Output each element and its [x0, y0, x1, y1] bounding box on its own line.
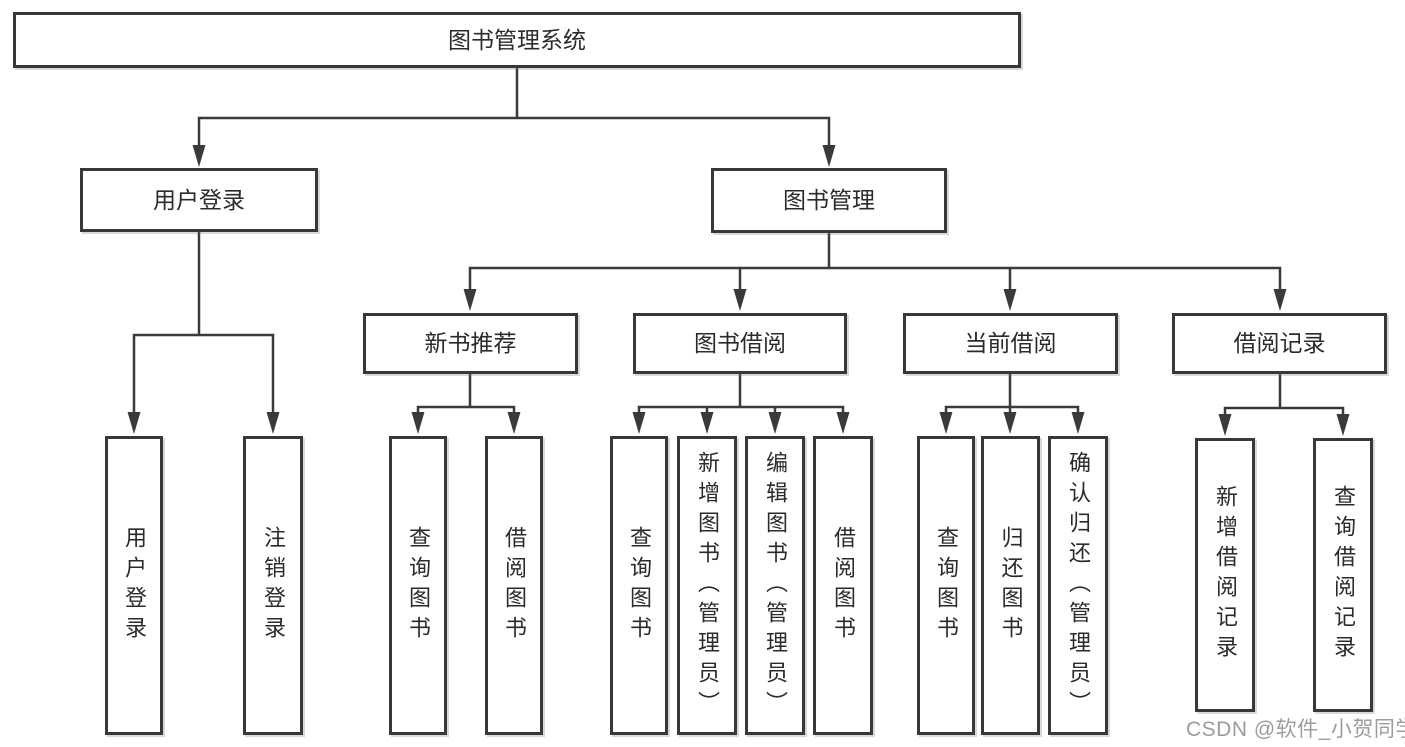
arrow-borrowing-add: [700, 412, 714, 434]
connector-new-book-split: [416, 372, 516, 418]
arrow-current-confirm: [1071, 412, 1085, 434]
leaf-newbook-query-books: 查询图书: [389, 436, 447, 735]
leaf-borrowing-borrow-books: 借阅图书: [813, 436, 873, 735]
arrow-to-book-borrowing: [733, 289, 747, 311]
arrow-to-book-management: [822, 145, 836, 167]
leaf-current-query-books: 查询图书: [917, 436, 975, 735]
arrow-borrowing-borrow: [836, 412, 850, 434]
node-book-borrowing: 图书借阅: [633, 313, 847, 374]
leaf-user-login: 用户登录: [105, 436, 163, 735]
arrow-to-borrowing-records: [1273, 289, 1287, 311]
connector-user-login-split: [132, 230, 275, 416]
node-user-login: 用户登录: [80, 168, 318, 232]
leaf-newbook-borrow-books: 借阅图书: [485, 436, 543, 735]
leaf-borrowing-edit-book-admin: 编辑图书（管理员）: [745, 436, 805, 735]
arrow-to-current-borrowing: [1003, 289, 1017, 311]
arrow-to-leaf-user-login: [127, 412, 141, 434]
connector-book-borrowing-split: [637, 372, 845, 418]
node-borrowing-records: 借阅记录: [1172, 313, 1387, 374]
arrow-newbook-borrow: [507, 412, 521, 434]
leaf-borrowing-query-books: 查询图书: [610, 436, 668, 735]
connector-root-split: [197, 66, 831, 149]
arrowheads: [127, 145, 1350, 436]
connector-current-borrowing-split: [944, 372, 1080, 418]
leaf-logout: 注销登录: [243, 436, 303, 735]
arrow-to-user-login: [192, 145, 206, 167]
leaf-records-add-borrow-record: 新增借阅记录: [1195, 438, 1255, 712]
watermark-text: CSDN @软件_小贺同学: [1186, 718, 1405, 741]
arrow-current-return: [1003, 412, 1017, 434]
node-new-book-recommendation: 新书推荐: [363, 313, 578, 374]
leaf-current-return-books: 归还图书: [981, 436, 1040, 735]
arrow-newbook-query: [411, 412, 425, 434]
leaf-records-query-borrow-record: 查询借阅记录: [1313, 438, 1373, 712]
connector-book-management-split: [468, 231, 1282, 293]
node-current-borrowing: 当前借阅: [903, 313, 1118, 374]
arrow-borrowing-edit: [768, 412, 782, 434]
connector-borrowing-records-split: [1223, 372, 1345, 420]
arrow-to-new-book-recommendation: [463, 289, 477, 311]
leaf-current-confirm-return-admin: 确认归还（管理员）: [1048, 436, 1108, 735]
node-book-management: 图书管理: [711, 168, 947, 233]
arrow-to-leaf-logout: [266, 412, 280, 434]
arrow-borrowing-query: [632, 412, 646, 434]
arrow-records-query: [1336, 414, 1350, 436]
arrow-current-query: [939, 412, 953, 434]
leaf-borrowing-add-book-admin: 新增图书（管理员）: [677, 436, 737, 735]
node-library-management-system: 图书管理系统: [13, 12, 1021, 68]
arrow-records-add: [1218, 414, 1232, 436]
